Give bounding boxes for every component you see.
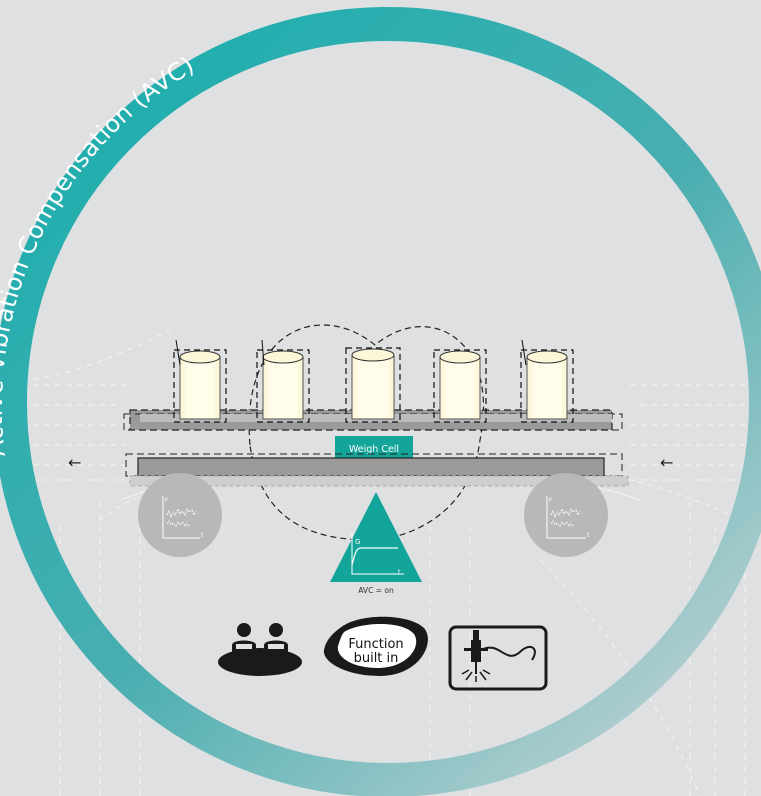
pivot-arc bbox=[248, 324, 485, 541]
weigh-cell-label: Weigh Cell bbox=[349, 444, 399, 455]
right-force-axis: F bbox=[549, 497, 553, 504]
vial-5 bbox=[520, 339, 574, 423]
avc-triangle: G t AVC = on bbox=[330, 492, 422, 595]
avc-ring bbox=[0, 7, 761, 796]
g-axis-label: G bbox=[355, 538, 360, 546]
function-line-2: built in bbox=[354, 651, 399, 666]
dosing-needle-icon bbox=[448, 625, 548, 691]
function-built-in-badge: Function built in bbox=[323, 616, 428, 676]
right-disturbance-plot: F t bbox=[524, 473, 608, 557]
lower-plate bbox=[125, 453, 629, 487]
vial-4 bbox=[433, 349, 487, 423]
two-people-at-table-icon bbox=[218, 623, 302, 676]
left-force-axis: F bbox=[165, 497, 169, 504]
triangle-time-axis: t bbox=[398, 569, 401, 576]
right-time-axis: t bbox=[587, 532, 590, 539]
vial-1 bbox=[173, 339, 227, 423]
arrow-right: ← bbox=[660, 453, 673, 472]
vials bbox=[173, 339, 574, 423]
left-disturbance-plot: F t bbox=[138, 473, 222, 557]
weigh-cell: Weigh Cell bbox=[335, 436, 413, 460]
function-line-1: Function bbox=[348, 637, 403, 652]
left-time-axis: t bbox=[201, 532, 204, 539]
vial-2 bbox=[256, 339, 310, 423]
arrow-left: ← bbox=[68, 453, 81, 472]
vial-3 bbox=[345, 347, 401, 423]
avc-status: AVC = on bbox=[358, 586, 394, 595]
